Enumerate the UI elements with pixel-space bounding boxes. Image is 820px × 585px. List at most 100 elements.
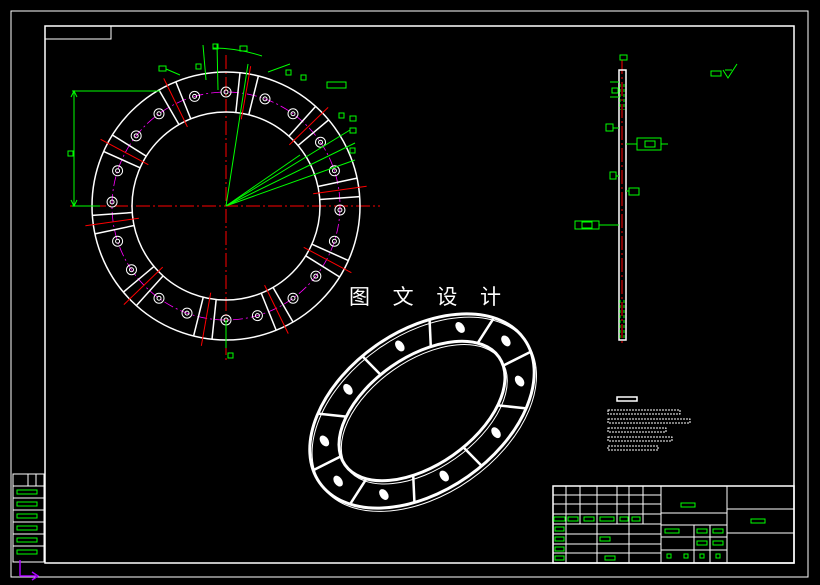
iso-bolt-hole [379,489,389,500]
bolt-hole-center [115,238,121,244]
slot-edge [297,119,330,147]
iso-slot-line [462,446,483,467]
bolt-hole-center [128,267,134,273]
section-plate [618,69,627,341]
ucs-axis-icon [19,560,40,581]
bolt-hole-center [184,310,190,316]
slot-edge [135,275,164,307]
iso-slot-line [349,478,368,505]
iso-bolt-hole [439,470,449,482]
bolt-hole [130,130,142,142]
bolt-hole-center [331,168,337,174]
front-view-ring [70,55,380,360]
iso-bolt-hole [491,427,501,439]
slot-center-mark [288,106,329,146]
slot-edge [272,287,294,323]
slot-edge [175,81,192,120]
iso-bolt-hole [395,340,405,352]
slot-center-mark [100,138,149,166]
bolt-hole-center [223,89,229,95]
slot-center-mark [303,246,352,274]
slot-edge [235,72,241,113]
slot-edge [260,292,277,331]
outer-frame [10,10,809,578]
watermark-text: 图 文 设 计 [349,285,510,309]
slot-edge [103,150,141,169]
bolt-hole [112,235,124,247]
title-block [552,485,795,564]
bolt-hole [315,136,327,148]
bolt-hole [328,235,340,247]
title-block-text [553,502,766,561]
bolt-hole-center [262,96,268,102]
iso-slot-line [502,350,532,367]
slot-center-mark [85,217,139,227]
radial-slots [92,72,360,340]
iso-bolt-hole [343,383,353,395]
bolt-hole [112,165,124,177]
bolt-hole [328,165,340,177]
iso-bolt-hole [455,322,465,333]
slot-edge [317,177,358,188]
bolt-hole [189,90,201,102]
iso-outer-edge [308,312,536,510]
slot-edge [311,243,349,262]
ring-inner-edge [131,111,321,301]
bolt-hole-center [331,238,337,244]
slot-edge [111,134,147,157]
slot-edge [192,297,204,337]
slot-center-mark [240,66,252,120]
slot-center-mark [123,266,164,306]
bolt-hole [310,270,322,282]
bolt-hole [334,204,346,216]
iso-slot-line [361,355,382,376]
bolt-hole-center [109,199,115,205]
iso-bolt-hole [319,435,330,447]
iso-bolt-hole [501,335,511,347]
slot-edge [92,211,133,217]
bolt-hole [125,264,137,276]
slot-center-mark [264,284,289,334]
iso-slot-line [497,404,527,410]
isometric-ring-view [308,312,537,512]
iso-slot-line [317,412,347,418]
slot-edge [248,75,260,115]
iso-slot-line [411,475,416,503]
slot-centerlines [85,66,367,346]
slot-edge [158,89,180,125]
technical-requirements [607,396,691,451]
side-section-view [574,54,668,345]
slot-edge [288,105,317,137]
inner-frame [44,25,795,564]
slot-edge [305,255,341,278]
bolt-hole [259,93,271,105]
bolt-holes [106,86,346,326]
bolt-hole-center [133,133,139,139]
bolt-circle [111,91,341,321]
iso-bolt-hole [333,475,343,487]
bolt-hole [220,86,232,98]
slot-edge [94,224,135,235]
bolt-hole [106,196,118,208]
bolt-hole [287,292,299,304]
bolt-hole-center [290,295,296,301]
front-view-dimensions [67,43,357,359]
bolt-hole-center [337,207,343,213]
bolt-hole [287,108,299,120]
slot-edge [211,299,217,340]
left-revision-strip [12,473,45,563]
bolt-hole-center [318,139,324,145]
bolt-hole-center [290,111,296,117]
bolt-hole-center [313,273,319,279]
iso-slot-line [428,319,433,347]
bolt-hole-center [115,168,121,174]
bolt-hole-center [192,93,198,99]
bolt-hole-center [156,111,162,117]
iso-bolt-holes [319,322,525,500]
bolt-hole-center [156,295,162,301]
roughness-symbol-icon [710,63,738,79]
slot-edge [319,195,360,201]
iso-slot-line [476,317,495,344]
iso-slot-line [312,455,342,472]
